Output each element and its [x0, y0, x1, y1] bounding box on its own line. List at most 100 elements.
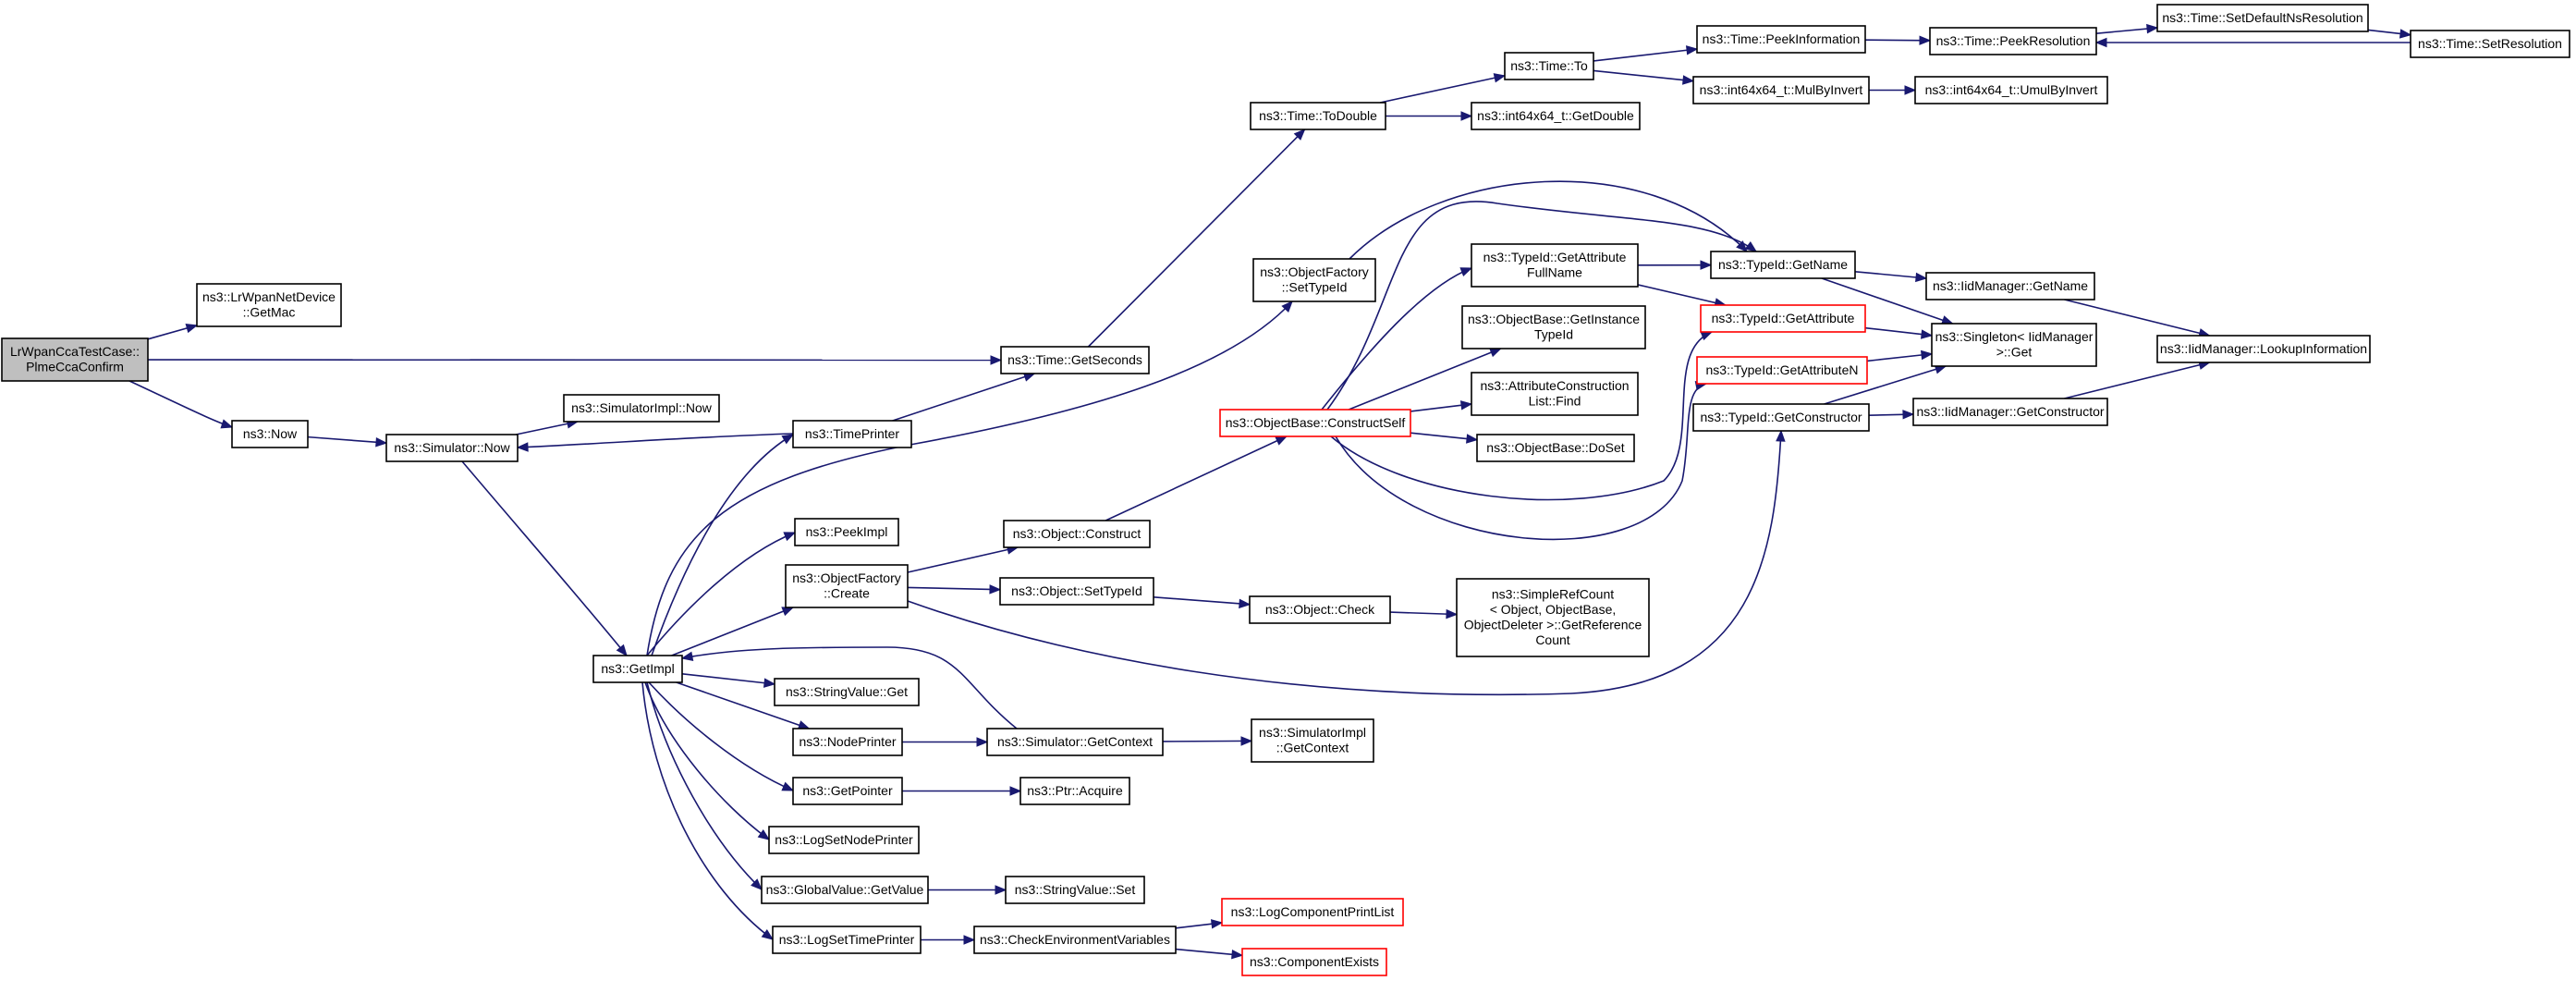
node-tidgetattr[interactable]: ns3::TypeId::GetAttribute — [1700, 304, 1866, 333]
node-ofcreate[interactable]: ns3::ObjectFactory::Create — [785, 564, 909, 608]
node-getpointer[interactable]: ns3::GetPointer — [792, 777, 903, 805]
node-singletonget[interactable]: ns3::Singleton< IidManager>::Get — [1931, 323, 2097, 367]
node-label: ns3::GlobalValue::GetValue — [766, 882, 924, 897]
node-getmac[interactable]: ns3::LrWpanNetDevice::GetMac — [196, 283, 342, 327]
edge-constructself-to-tidgetattr — [1330, 331, 1714, 501]
node-objconstruct[interactable]: ns3::Object::Construct — [1003, 520, 1151, 548]
node-svset[interactable]: ns3::StringValue::Set — [1005, 876, 1145, 904]
node-constructself[interactable]: ns3::ObjectBase::ConstructSelf — [1219, 409, 1411, 437]
edge-getimpl-to-peekimpl-line — [646, 532, 796, 656]
node-iidgetname[interactable]: ns3::IidManager::GetName — [1925, 272, 2095, 300]
node-compexists[interactable]: ns3::ComponentExists — [1241, 948, 1387, 976]
edge-tidgetname-to-iidgetname — [1854, 270, 1928, 283]
node-iidgetctor[interactable]: ns3::IidManager::GetConstructor — [1912, 398, 2108, 426]
node-logcompprint[interactable]: ns3::LogComponentPrintList — [1221, 898, 1404, 926]
node-logsettime[interactable]: ns3::LogSetTimePrinter — [772, 926, 922, 954]
node-label: ns3::Time::GetSeconds — [1007, 352, 1142, 367]
edge-iidgetname-to-lookupinfo-line — [2064, 299, 2210, 337]
node-label: ns3::Time::SetResolution — [2418, 36, 2562, 51]
node-label: ns3::Object::Construct — [1013, 526, 1141, 541]
node-getseconds[interactable]: ns3::Time::GetSeconds — [1000, 346, 1150, 374]
edge-timeprinter-to-getseconds — [892, 372, 1036, 422]
node-getimpl[interactable]: ns3::GetImpl — [592, 655, 683, 683]
node-label: ns3::Singleton< IidManager — [1935, 329, 2094, 344]
node-mulbyinvert[interactable]: ns3::int64x64_t::MulByInvert — [1692, 76, 1870, 104]
node-box — [794, 518, 899, 546]
node-label: ns3::Time::ToDouble — [1259, 108, 1377, 123]
node-label: LrWpanCcaTestCase:: — [10, 344, 140, 359]
edge-root-to-getmac-arrowhead — [185, 323, 199, 334]
node-peekimpl[interactable]: ns3::PeekImpl — [794, 518, 899, 546]
node-root[interactable]: LrWpanCcaTestCase::PlmeCcaConfirm — [1, 337, 149, 382]
node-logsetnode[interactable]: ns3::LogSetNodePrinter — [768, 826, 920, 854]
node-tidgetattrn[interactable]: ns3::TypeId::GetAttributeN — [1696, 356, 1868, 385]
node-gvget[interactable]: ns3::GlobalValue::GetValue — [761, 876, 929, 904]
edge-peekinfo-to-peekres-arrowhead — [1919, 35, 1932, 45]
node-svget[interactable]: ns3::StringValue::Get — [774, 678, 920, 706]
node-ptracquire[interactable]: ns3::Ptr::Acquire — [1019, 777, 1130, 805]
edge-simgetcontext-to-implgetcontext — [1162, 736, 1253, 746]
edge-getimpl-to-ofsettypeid-arrowhead — [1281, 300, 1293, 313]
edge-getpointer-to-ptracquire-arrowhead — [1009, 786, 1022, 796]
edge-constructself-to-tidgetname-arrowhead — [1744, 240, 1758, 252]
node-setdefaultns[interactable]: ns3::Time::SetDefaultNsResolution — [2156, 4, 2369, 32]
node-checkenv[interactable]: ns3::CheckEnvironmentVariables — [973, 926, 1177, 954]
node-box — [1456, 578, 1650, 657]
node-label: List::Find — [1529, 394, 1581, 409]
node-timeto[interactable]: ns3::Time::To — [1504, 52, 1594, 80]
node-box — [1221, 898, 1404, 926]
node-label: ns3::StringValue::Set — [1015, 882, 1136, 897]
edge-ofcreate-to-objsettypeid — [907, 584, 1002, 595]
node-lookupinfo[interactable]: ns3::IidManager::LookupInformation — [2156, 335, 2371, 363]
node-simplerefcount[interactable]: ns3::SimpleRefCount< Object, ObjectBase,… — [1456, 578, 1650, 657]
node-label: ns3::Time::To — [1510, 58, 1588, 73]
edge-getimpl-to-getpointer — [648, 681, 795, 791]
node-simgetcontext[interactable]: ns3::Simulator::GetContext — [986, 728, 1164, 756]
node-box — [1700, 304, 1866, 333]
node-ofsettypeid[interactable]: ns3::ObjectFactory::SetTypeId — [1252, 258, 1376, 302]
node-doset[interactable]: ns3::ObjectBase::DoSet — [1476, 434, 1635, 462]
node-label: ns3::ObjectBase::GetInstance — [1468, 312, 1640, 326]
node-timeprinter[interactable]: ns3::TimePrinter — [792, 420, 912, 448]
node-implnow[interactable]: ns3::SimulatorImpl::Now — [563, 394, 720, 423]
edge-gvget-to-svset-arrowhead — [995, 885, 1007, 895]
node-peekres[interactable]: ns3::Time::PeekResolution — [1929, 27, 2097, 55]
node-getdouble[interactable]: ns3::int64x64_t::GetDouble — [1471, 102, 1641, 130]
node-objsettypeid[interactable]: ns3::Object::SetTypeId — [999, 577, 1154, 606]
node-label: ::Create — [824, 586, 870, 601]
node-label: ns3::IidManager::GetName — [1933, 278, 2088, 293]
node-label: ns3::TypeId::GetAttributeN — [1706, 362, 1859, 377]
edge-timeprinter-to-getseconds-line — [892, 373, 1035, 422]
nodes-layer: LrWpanCcaTestCase::PlmeCcaConfirm ns3::Lr… — [1, 4, 2570, 976]
node-implgetcontext[interactable]: ns3::SimulatorImpl::GetContext — [1251, 718, 1374, 763]
edge-tidgetattr-to-singletonget-line — [1864, 326, 1933, 337]
node-now[interactable]: ns3::Now — [231, 420, 309, 448]
edge-getimpl-to-logsetnode — [644, 681, 771, 840]
edge-objconstruct-to-constructself-arrowhead — [1275, 435, 1288, 446]
edge-getimpl-to-gvget — [646, 681, 763, 890]
node-label: ns3::Time::SetDefaultNsResolution — [2162, 10, 2362, 25]
edge-tidgetattr-to-singletonget — [1864, 326, 1934, 339]
edge-timeto-to-mulbyinvert-line — [1593, 69, 1694, 82]
node-umulbyinvert[interactable]: ns3::int64x64_t::UmulByInvert — [1914, 76, 2108, 104]
node-peekinfo[interactable]: ns3::Time::PeekInformation — [1696, 25, 1866, 54]
node-simnow[interactable]: ns3::Simulator::Now — [385, 434, 519, 462]
node-setres[interactable]: ns3::Time::SetResolution — [2410, 30, 2570, 58]
node-todouble[interactable]: ns3::Time::ToDouble — [1250, 102, 1386, 130]
node-box — [1005, 876, 1145, 904]
edge-objconstruct-to-constructself-line — [1105, 435, 1288, 521]
node-tidgetname[interactable]: ns3::TypeId::GetName — [1710, 251, 1856, 279]
edge-timeprinter-to-simnow-arrowhead — [516, 442, 529, 452]
node-tidgetctor[interactable]: ns3::TypeId::GetConstructor — [1692, 403, 1870, 432]
edge-getimpl-to-ofcreate-arrowhead — [781, 607, 795, 617]
node-nodeprinter[interactable]: ns3::NodePrinter — [792, 728, 903, 756]
node-objcheck[interactable]: ns3::Object::Check — [1249, 595, 1391, 624]
edge-checkenv-to-compexists-arrowhead — [1231, 949, 1244, 960]
edge-mulbyinvert-to-umulbyinvert — [1869, 85, 1917, 95]
node-box — [1471, 102, 1641, 130]
node-label: >::Get — [1996, 345, 2033, 360]
edge-getimpl-to-getpointer-line — [648, 681, 794, 791]
